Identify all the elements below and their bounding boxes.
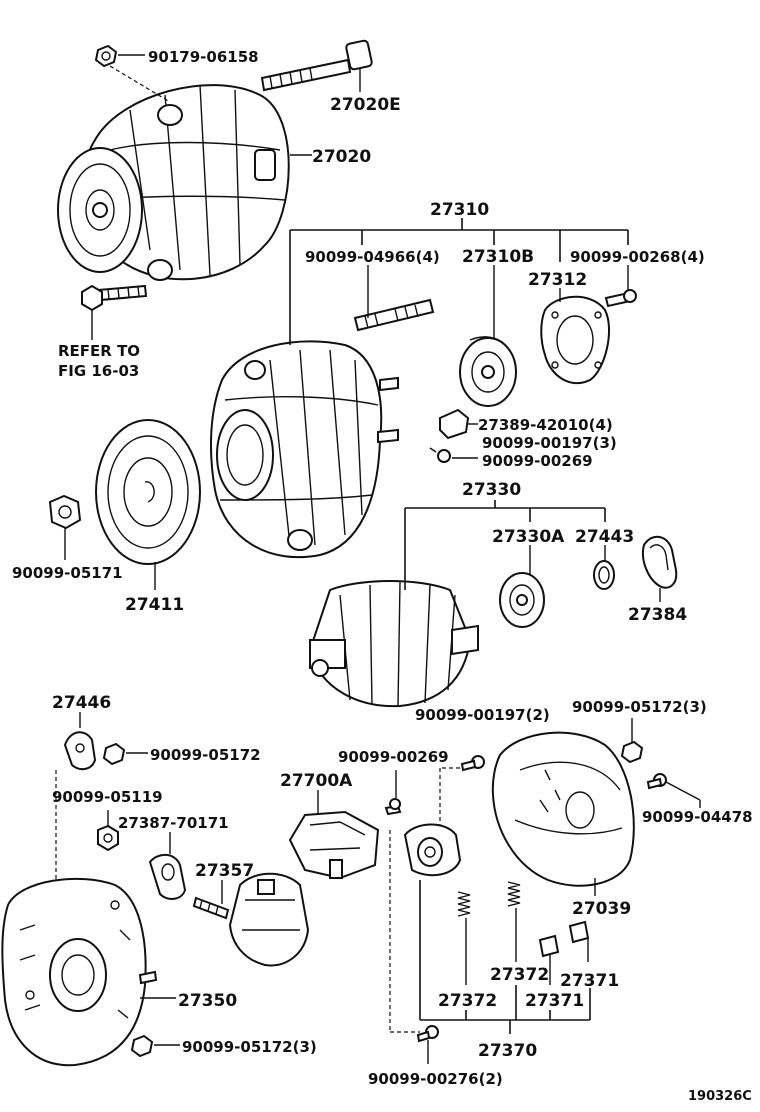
- label-27312: 27312: [528, 270, 587, 290]
- ring-27443: [593, 545, 615, 590]
- label-fig-16-03: FIG 16-03: [58, 362, 139, 380]
- label-90099-04966: 90099-04966(4): [305, 248, 440, 266]
- bolt-90099-04478: [646, 773, 701, 808]
- alternator-assembly-27020: [57, 84, 290, 281]
- clip-27446: [55, 712, 97, 885]
- label-27700a: 27700A: [280, 771, 353, 791]
- brush-27371-b: [568, 920, 590, 962]
- label-27389-42010: 27389-42010(4): [478, 416, 613, 434]
- regulator-27700a: [288, 790, 380, 880]
- label-27371-a: 27371: [560, 971, 619, 991]
- label-90099-00197-2: 90099-00197(2): [415, 706, 550, 724]
- spring-27372-b: [507, 881, 521, 962]
- bracket-27310: [289, 218, 629, 345]
- stud-bolt-90099-04966: [353, 265, 435, 332]
- cover-27384: [642, 535, 678, 602]
- insulator-27389-42010: [439, 408, 478, 440]
- rectifier-end-frame-27350: [1, 877, 176, 1067]
- insulator-27387-70171: [148, 832, 187, 900]
- label-27372-a: 27372: [490, 965, 549, 985]
- nut-90099-05119: [97, 810, 119, 852]
- label-27330a: 27330A: [492, 527, 565, 547]
- brush-27371-a: [538, 934, 560, 985]
- label-90099-00268: 90099-00268(4): [570, 248, 705, 266]
- label-90099-00276: 90099-00276(2): [368, 1070, 503, 1088]
- label-90099-04478: 90099-04478: [642, 808, 753, 826]
- label-90099-00269-b: 90099-00269: [338, 748, 449, 766]
- label-90099-00269-a: 90099-00269: [482, 452, 593, 470]
- nut-90099-00269-a: [429, 447, 478, 463]
- label-27384: 27384: [628, 605, 687, 625]
- label-90099-00197-3: 90099-00197(3): [482, 434, 617, 452]
- figure-code: 190326C: [688, 1089, 752, 1104]
- bracket-27330: [404, 500, 606, 590]
- label-27020: 27020: [312, 147, 371, 167]
- label-27350: 27350: [178, 991, 237, 1011]
- rotor-27330: [308, 580, 479, 708]
- pulley-27411: [95, 419, 201, 590]
- screw-90099-00197-2: [389, 755, 485, 1033]
- label-27443: 27443: [575, 527, 634, 547]
- brush-holder-27357: [192, 872, 310, 967]
- label-90099-05119: 90099-05119: [52, 788, 163, 806]
- nut-90099-05172-3b: [130, 1034, 180, 1058]
- label-27371-b: 27371: [525, 991, 584, 1011]
- drive-end-frame-27310: [209, 340, 399, 559]
- nut-90099-05171: [48, 494, 82, 560]
- label-27330: 27330: [462, 480, 521, 500]
- label-90179-06158: 90179-06158: [148, 48, 259, 66]
- label-27310: 27310: [430, 200, 489, 220]
- label-90099-05172-3b: 90099-05172(3): [182, 1038, 317, 1056]
- label-27387-70171: 27387-70171: [118, 814, 229, 832]
- label-refer-to: REFER TO: [58, 342, 140, 360]
- part-labels: 90179-06158 27020E 27020 27310 90099-049…: [12, 48, 753, 1104]
- label-27310b: 27310B: [462, 247, 534, 267]
- nut-90179-06158: [94, 44, 171, 103]
- bearing-27330a: [499, 545, 545, 628]
- rear-cover-27039: [491, 731, 635, 896]
- spring-27372-a: [457, 891, 471, 985]
- retainer-plate-27312: [540, 288, 611, 385]
- bracket-27370: [419, 880, 591, 1034]
- label-27020e: 27020E: [330, 95, 401, 115]
- nut-90099-00269-b: [384, 770, 402, 816]
- label-27039: 27039: [572, 899, 631, 919]
- bearing-27310b: [459, 265, 517, 407]
- screw-90099-00276: [416, 1025, 439, 1064]
- label-27370: 27370: [478, 1041, 537, 1061]
- bolt-refer-fig: [81, 284, 148, 340]
- nut-90099-05172-3a: [620, 718, 644, 764]
- label-27357: 27357: [195, 861, 254, 881]
- bolt-27020e: [260, 39, 373, 92]
- label-27411: 27411: [125, 595, 184, 615]
- label-90099-05172: 90099-05172: [150, 746, 261, 764]
- label-27372-b: 27372: [438, 991, 497, 1011]
- label-90099-05172-3a: 90099-05172(3): [572, 698, 707, 716]
- screw-90099-00268: [604, 265, 637, 308]
- nut-90099-05172: [102, 742, 148, 766]
- brush-holder-27370: [403, 823, 462, 877]
- label-27446: 27446: [52, 693, 111, 713]
- label-90099-05171: 90099-05171: [12, 564, 123, 582]
